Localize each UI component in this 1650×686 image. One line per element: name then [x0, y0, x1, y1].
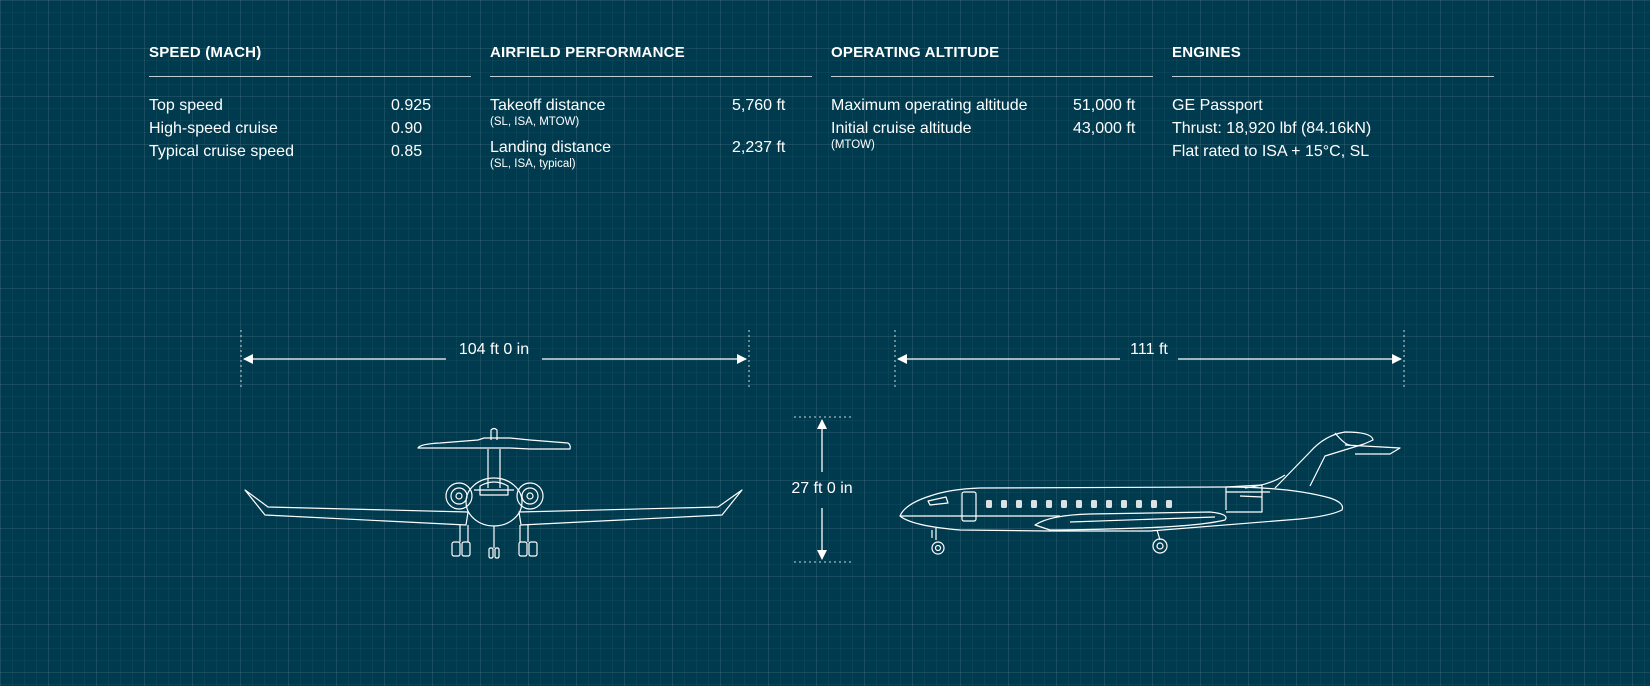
- airfield-row-landing: Landing distance 2,237 ft: [490, 136, 812, 159]
- speed-column: SPEED (MACH) Top speed 0.925 High-speed …: [149, 44, 471, 178]
- engine-model: GE Passport: [1172, 97, 1263, 114]
- length-dimension: [894, 330, 1405, 388]
- spec-note: (MTOW): [831, 139, 875, 151]
- length-label: 111 ft: [1130, 341, 1168, 358]
- speed-row-typical: Typical cruise speed 0.85: [149, 140, 471, 163]
- speed-title: SPEED (MACH): [149, 44, 471, 77]
- altitude-column: OPERATING ALTITUDE Maximum operating alt…: [831, 44, 1153, 178]
- wingspan-label: 104 ft 0 in: [458, 341, 530, 358]
- spec-columns: SPEED (MACH) Top speed 0.925 High-speed …: [149, 44, 1494, 178]
- spec-note: (SL, ISA, typical): [490, 158, 576, 170]
- airfield-title: AIRFIELD PERFORMANCE: [490, 44, 812, 77]
- spec-label: Initial cruise altitude: [831, 120, 972, 137]
- aircraft-front-view: [244, 427, 743, 559]
- engines-column: ENGINES GE Passport Thrust: 18,920 lbf (…: [1172, 44, 1494, 178]
- engine-thrust: Thrust: 18,920 lbf (84.16kN): [1172, 120, 1372, 137]
- spec-value: 43,000 ft: [1073, 120, 1136, 137]
- speed-row-top: Top speed 0.925: [149, 94, 471, 117]
- spec-value: 5,760 ft: [732, 97, 786, 114]
- aircraft-side-view: [899, 431, 1401, 555]
- spec-label: Typical cruise speed: [149, 143, 294, 160]
- speed-row-high: High-speed cruise 0.90: [149, 117, 471, 140]
- altitude-row-initial: Initial cruise altitude 43,000 ft: [831, 117, 1153, 140]
- spec-label: Takeoff distance: [490, 97, 606, 114]
- height-dimension: [794, 416, 852, 563]
- height-label: 27 ft 0 in: [791, 480, 853, 497]
- airfield-column: AIRFIELD PERFORMANCE Takeoff distance 5,…: [490, 44, 812, 178]
- engine-flat-rating: Flat rated to ISA + 15°C, SL: [1172, 143, 1370, 160]
- spec-value: 2,237 ft: [732, 139, 786, 156]
- spec-note: (SL, ISA, MTOW): [490, 116, 580, 128]
- altitude-row-max: Maximum operating altitude 51,000 ft: [831, 94, 1153, 117]
- spec-value: 0.85: [391, 143, 423, 160]
- spec-value: 51,000 ft: [1073, 97, 1136, 114]
- altitude-title: OPERATING ALTITUDE: [831, 44, 1153, 77]
- airfield-row-takeoff: Takeoff distance 5,760 ft: [490, 94, 812, 117]
- engines-title: ENGINES: [1172, 44, 1494, 77]
- spec-label: Landing distance: [490, 139, 611, 156]
- spec-label: High-speed cruise: [149, 120, 278, 137]
- spec-label: Top speed: [149, 97, 223, 114]
- wingspan-dimension: [240, 330, 750, 388]
- spec-value: 0.90: [391, 120, 423, 137]
- spec-value: 0.925: [391, 97, 432, 114]
- spec-label: Maximum operating altitude: [831, 97, 1028, 114]
